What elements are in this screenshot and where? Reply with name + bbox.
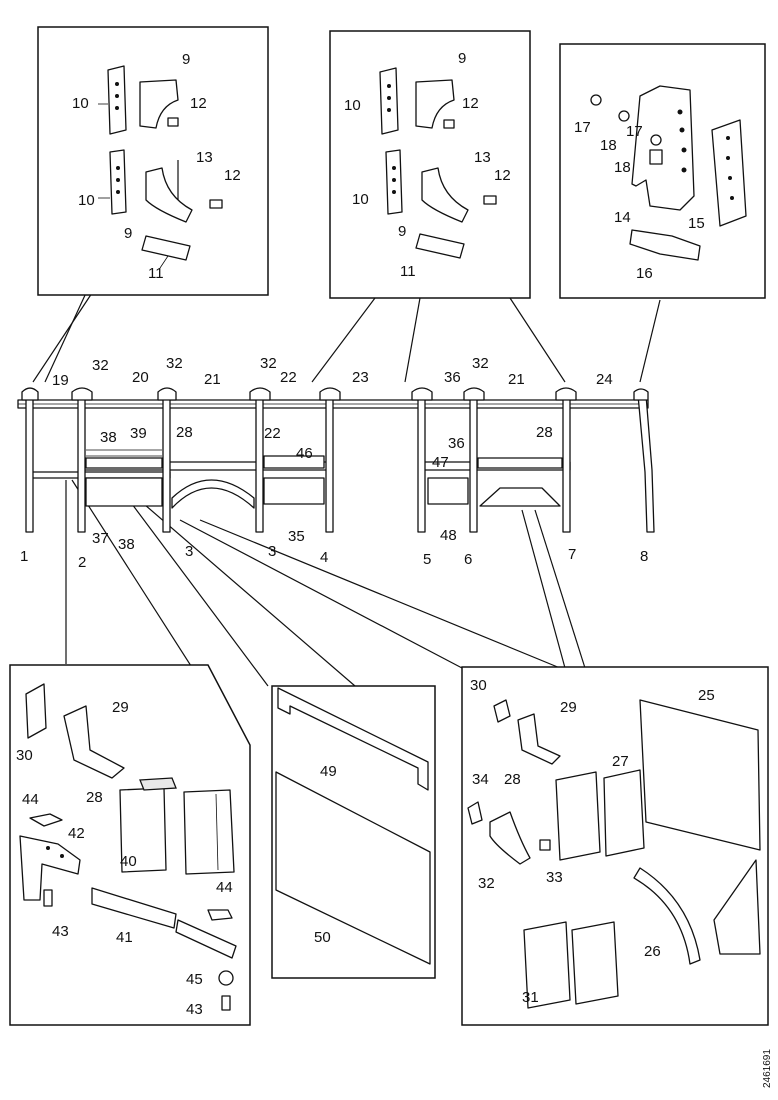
callout-12c: 12 [462, 95, 479, 112]
callout-18a: 18 [600, 137, 617, 154]
callout-21b: 21 [508, 371, 525, 388]
callout-post-6: 6 [464, 551, 472, 568]
callout-29a: 29 [112, 699, 129, 716]
callout-41: 41 [116, 929, 133, 946]
callout-12b: 12 [224, 167, 241, 184]
callout-28d: 28 [504, 771, 521, 788]
callout-49: 49 [320, 763, 337, 780]
main-frame-callouts: 1 2 3 3 4 5 6 7 8 19 32 20 32 21 32 22 2… [20, 355, 648, 571]
callout-post-7: 7 [568, 546, 576, 563]
callout-28c: 28 [86, 789, 103, 806]
callout-46: 46 [296, 445, 313, 462]
callout-32a: 32 [92, 357, 109, 374]
callout-9c: 9 [458, 50, 466, 67]
callout-post-3a: 3 [185, 543, 193, 560]
callout-9d: 9 [398, 223, 406, 240]
callout-22a: 22 [280, 369, 297, 386]
callout-19: 19 [52, 372, 69, 389]
callout-36a: 36 [444, 369, 461, 386]
callout-36b: 36 [448, 435, 465, 452]
callout-10a: 10 [72, 95, 89, 112]
callout-50: 50 [314, 929, 331, 946]
callout-11a: 11 [148, 265, 164, 282]
callout-15: 15 [688, 215, 705, 232]
callout-20: 20 [132, 369, 149, 386]
leader-lines [32, 292, 661, 756]
callout-13a: 13 [196, 149, 213, 166]
callout-35: 35 [288, 528, 305, 545]
callout-31: 31 [522, 989, 539, 1006]
callout-14: 14 [614, 209, 631, 226]
callout-32c: 32 [260, 355, 277, 372]
callout-33: 33 [546, 869, 563, 886]
callout-42: 42 [68, 825, 85, 842]
callout-28b: 28 [536, 424, 553, 441]
callout-23: 23 [352, 369, 369, 386]
detail-box-f: 30 29 25 34 28 27 32 33 26 31 [461, 666, 769, 1026]
callout-30a: 30 [16, 747, 33, 764]
callout-post-2: 2 [78, 554, 86, 571]
callout-30b: 30 [470, 677, 487, 694]
callout-43a: 43 [52, 923, 69, 940]
callout-40: 40 [120, 853, 137, 870]
callout-12a: 12 [190, 95, 207, 112]
callout-32e: 32 [478, 875, 495, 892]
callout-10c: 10 [344, 97, 361, 114]
document-number: 2461691 [762, 1049, 773, 1088]
callout-28a: 28 [176, 424, 193, 441]
callout-post-1: 1 [20, 548, 28, 565]
callout-18b: 18 [614, 159, 631, 176]
callout-post-3b: 3 [268, 543, 276, 560]
detail-box-a: 9 10 12 13 10 12 9 11 [37, 26, 269, 296]
callout-11b: 11 [400, 263, 416, 280]
callout-38b: 38 [118, 536, 135, 553]
callout-38a: 38 [100, 429, 117, 446]
callout-45: 45 [186, 971, 203, 988]
callout-post-5: 5 [423, 551, 431, 568]
callout-post-8: 8 [640, 548, 648, 565]
detail-box-e: 49 50 [271, 685, 436, 979]
callout-21a: 21 [204, 371, 221, 388]
detail-box-c: 17 17 18 18 14 15 16 [559, 43, 766, 299]
callout-post-4: 4 [320, 549, 328, 566]
callout-12d: 12 [494, 167, 511, 184]
callout-47: 47 [432, 454, 449, 471]
callout-39: 39 [130, 425, 147, 442]
callout-9b: 9 [124, 225, 132, 242]
callout-24: 24 [596, 371, 613, 388]
callout-34: 34 [472, 771, 489, 788]
callout-43b: 43 [186, 1001, 203, 1018]
main-frame-assembly [17, 387, 655, 533]
callout-32b: 32 [166, 355, 183, 372]
callout-16: 16 [636, 265, 653, 282]
callout-10b: 10 [78, 192, 95, 209]
callout-44b: 44 [216, 879, 233, 896]
callout-10d: 10 [352, 191, 369, 208]
callout-32d: 32 [472, 355, 489, 372]
callout-48: 48 [440, 527, 457, 544]
callout-22b: 22 [264, 425, 281, 442]
callout-37: 37 [92, 530, 109, 547]
callout-9a: 9 [182, 51, 190, 68]
detail-box-d: 29 30 28 44 42 40 44 43 41 45 43 [9, 664, 251, 1026]
callout-26: 26 [644, 943, 661, 960]
callout-17a: 17 [574, 119, 591, 136]
callout-44a: 44 [22, 791, 39, 808]
top-brackets [21, 387, 649, 401]
callout-13b: 13 [474, 149, 491, 166]
callout-25: 25 [698, 687, 715, 704]
detail-box-b: 9 10 12 13 10 12 9 11 [329, 30, 531, 299]
callout-17b: 17 [626, 123, 643, 140]
callout-27: 27 [612, 753, 629, 770]
callout-29b: 29 [560, 699, 577, 716]
